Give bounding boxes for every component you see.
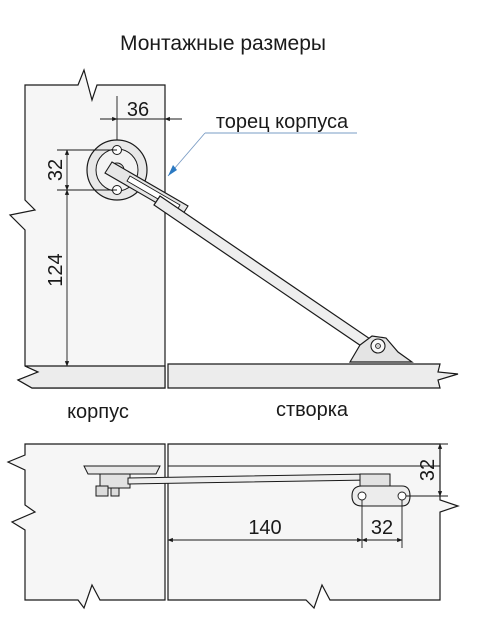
dim-32-bottom-horizontal-label: 32 [371, 517, 393, 539]
door-label: створка [276, 399, 349, 421]
dim-32-bottom-horizontal [361, 500, 403, 548]
door-top-section [167, 443, 460, 610]
dim-124-label: 124 [45, 253, 67, 286]
stay-arm [153, 195, 377, 353]
cabinet-bottom-board [16, 365, 166, 389]
end-face-leader [167, 132, 357, 177]
door-board [167, 363, 459, 389]
dim-32-vertical-label: 32 [45, 159, 67, 181]
diagram-title: Монтажные размеры [120, 32, 326, 55]
dim-32-bottom-vertical-label: 32 [417, 459, 439, 481]
dim-124 [57, 189, 80, 367]
dim-140-label: 140 [248, 517, 281, 539]
dim-36 [100, 96, 182, 140]
body-label: корпус [67, 401, 129, 423]
end-face-label: торец корпуса [216, 111, 349, 133]
dim-36-label: 36 [127, 99, 149, 121]
door-bracket [348, 335, 414, 363]
door-bracket-bottom-view [351, 473, 411, 507]
dim-32-bottom-vertical [400, 443, 448, 497]
